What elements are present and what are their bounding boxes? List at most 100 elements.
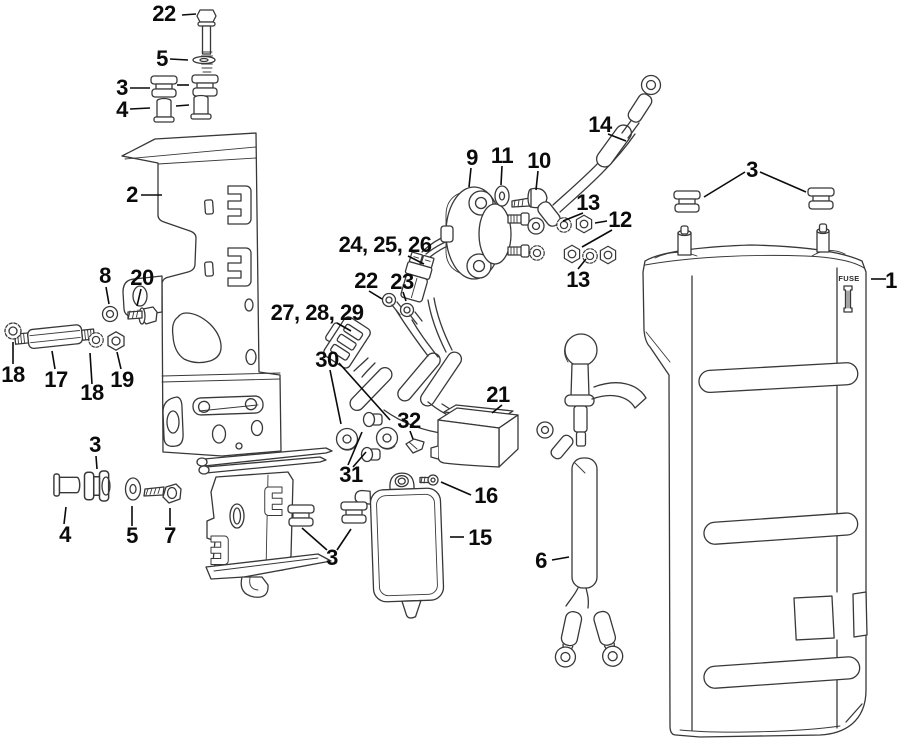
leader-line — [89, 352, 93, 385]
leader-line — [409, 430, 414, 440]
callout-3: 3 — [116, 75, 128, 100]
part-22-bolt — [196, 9, 217, 73]
leader-line — [407, 255, 425, 265]
fuse-icon — [843, 285, 853, 313]
part-4-bushing — [53, 473, 81, 497]
callout-30: 30 — [315, 347, 339, 372]
callout-20: 20 — [130, 265, 154, 290]
cable-clip — [227, 247, 252, 287]
part-18-lockwasher — [4, 322, 22, 340]
callout-3: 3 — [746, 157, 758, 182]
part-18-lockwasher — [88, 332, 104, 348]
part-12-nut — [599, 245, 617, 265]
leader-line — [95, 455, 98, 470]
callout-17: 17 — [44, 367, 68, 392]
callout-32: 32 — [397, 408, 421, 433]
rib — [703, 512, 859, 545]
callout-15: 15 — [468, 525, 492, 550]
leader-line — [338, 362, 391, 421]
leader-line — [500, 165, 503, 186]
leader-line — [336, 528, 352, 551]
leader-line — [468, 167, 472, 188]
part-31-plug — [360, 446, 381, 463]
part-4-bushing — [153, 97, 175, 123]
callout-1: 1 — [885, 268, 897, 293]
callout-2: 2 — [126, 182, 138, 207]
part-1-electrical-box-cover: FUSE — [642, 223, 868, 738]
square-cutout — [793, 595, 835, 641]
part-2-bracket — [121, 132, 282, 457]
callout-24-25-26: 24, 25, 26 — [339, 232, 432, 257]
leader-line — [169, 58, 189, 61]
callout-8: 8 — [99, 263, 111, 288]
bracket-ear — [162, 396, 184, 447]
part-7-bolt — [143, 483, 182, 504]
part-5-washer — [192, 55, 216, 65]
callout-18: 18 — [80, 380, 104, 405]
leader-line — [116, 351, 122, 370]
braided-sleeve — [397, 352, 441, 402]
callout-27-28-29: 27, 28, 29 — [271, 300, 364, 325]
rib — [703, 656, 861, 689]
callout-3: 3 — [89, 432, 101, 457]
part-5-washer — [124, 477, 142, 501]
bracket-cutout — [171, 312, 222, 364]
terminal-boot — [554, 610, 583, 668]
part-12-nut — [575, 214, 593, 234]
battery-post-right — [816, 223, 830, 253]
leader-line — [440, 481, 472, 496]
callout-23: 23 — [390, 269, 414, 294]
rib — [698, 362, 859, 394]
leader-line — [368, 290, 383, 300]
part-23-ring-terminal — [399, 302, 423, 325]
part-11-washer — [494, 185, 510, 207]
leader-line — [594, 220, 608, 224]
callout-4: 4 — [116, 97, 129, 122]
leader-line — [562, 212, 584, 222]
callout-22: 22 — [354, 268, 378, 293]
part-3-grommet — [83, 470, 111, 502]
part-12-nut — [563, 244, 581, 264]
callout-6: 6 — [535, 548, 547, 573]
side-tab — [852, 591, 868, 638]
callout-12: 12 — [608, 207, 632, 232]
part-30-grommet — [335, 427, 359, 451]
cable-clamp-assembly — [205, 471, 332, 598]
callout-16: 16 — [474, 483, 498, 508]
part-30-grommet — [375, 426, 399, 450]
leader-line — [63, 506, 67, 525]
callout-5: 5 — [156, 46, 168, 71]
leader-line — [347, 431, 363, 466]
braided-sleeve — [419, 351, 463, 407]
part-21-relay — [430, 404, 519, 468]
part-20-bolt — [127, 306, 158, 325]
callout-19: 19 — [110, 367, 134, 392]
leader-line — [352, 451, 367, 468]
callout-9: 9 — [466, 145, 478, 170]
leader-line — [607, 133, 627, 142]
part-10-bolt — [511, 187, 548, 209]
strap — [591, 382, 647, 409]
leader-line — [703, 171, 746, 198]
callout-4: 4 — [59, 522, 72, 547]
callout-7: 7 — [164, 523, 176, 548]
leader-line — [336, 322, 352, 332]
callout-21: 21 — [486, 382, 510, 407]
part-15-module — [354, 472, 445, 619]
leader-line — [129, 107, 151, 110]
module-bottom-tab — [401, 599, 422, 619]
callout-14: 14 — [588, 112, 613, 137]
clamp-hook — [240, 576, 269, 598]
callout-3: 3 — [326, 545, 338, 570]
leader-line — [551, 556, 570, 561]
retaining-pins — [196, 447, 333, 475]
part-6-cable-assembly — [536, 333, 647, 668]
leader-lines — [12, 13, 886, 561]
leader-line — [491, 404, 503, 414]
leader-line — [577, 258, 587, 270]
part-32-clip — [405, 438, 425, 454]
cable-clip — [227, 185, 252, 225]
